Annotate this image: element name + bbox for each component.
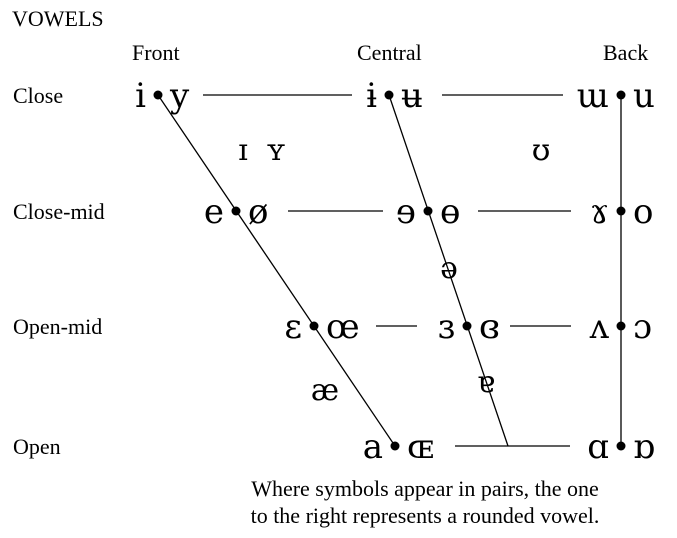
vowel-symbol: ʏ (266, 133, 286, 168)
vowel-symbol: e (204, 192, 224, 232)
vowel-symbol: ɨ (366, 76, 377, 116)
vowel-symbol: ʉ (401, 76, 423, 116)
vowel-symbol: ɜ (438, 307, 455, 347)
vowel-dot (616, 441, 626, 451)
vowel-symbol: ø (248, 192, 268, 232)
column-label-central: Central (357, 40, 422, 65)
column-label-back: Back (603, 40, 648, 65)
vowel-dot (153, 90, 163, 100)
vowel-symbol: a (363, 427, 383, 467)
chart-title: VOWELS (12, 6, 104, 31)
vowel-symbol: œ (326, 307, 360, 347)
vowel-symbol: ɑ (587, 427, 609, 467)
vowel-dot (231, 206, 241, 216)
vowel-symbol: æ (311, 373, 339, 408)
vowel-dot (390, 441, 400, 451)
vowel-symbol: ɘ (396, 192, 416, 232)
vowel-dot (616, 90, 626, 100)
vowel-symbol: ɶ (407, 427, 434, 467)
vowel-dot (423, 206, 433, 216)
vowel-dot (616, 321, 626, 331)
vowel-dot (616, 206, 626, 216)
vowel-symbol: ɔ (633, 307, 652, 347)
vowel-symbol: ɛ (284, 307, 302, 347)
vowel-symbol: ə (440, 251, 458, 286)
column-label-front: Front (132, 40, 180, 65)
vowel-symbol: ʌ (589, 307, 610, 347)
row-label-open-mid: Open-mid (13, 314, 102, 339)
row-label-close: Close (13, 83, 63, 108)
vowel-dot (309, 321, 319, 331)
row-label-close-mid: Close-mid (13, 199, 105, 224)
vowel-dot (462, 321, 472, 331)
row-label-open: Open (13, 434, 61, 459)
vowel-symbol: ɒ (633, 427, 655, 467)
vowel-symbol: ɤ (590, 192, 609, 232)
vowel-dot (384, 90, 394, 100)
vowel-symbol: ɯ (577, 76, 609, 116)
vowel-symbol: o (633, 192, 653, 232)
vowel-symbol: ɪ (238, 133, 248, 168)
vowel-symbol: u (633, 76, 655, 116)
vowel-symbol: ɐ (477, 365, 495, 400)
vowel-symbol: ɞ (479, 307, 500, 347)
footnote-line-1: Where symbols appear in pairs, the one (251, 476, 599, 501)
vowel-dots (153, 90, 626, 451)
footnote-line-2: to the right represents a rounded vowel. (251, 503, 600, 528)
vowel-symbol: ɵ (440, 192, 460, 232)
vowel-symbol: i (135, 76, 146, 116)
vowel-symbol: ʊ (532, 133, 551, 168)
central-edge-line (388, 94, 509, 447)
chart-lines (157, 94, 622, 447)
vowel-symbol: y (169, 76, 190, 116)
front-edge-line (157, 94, 396, 447)
